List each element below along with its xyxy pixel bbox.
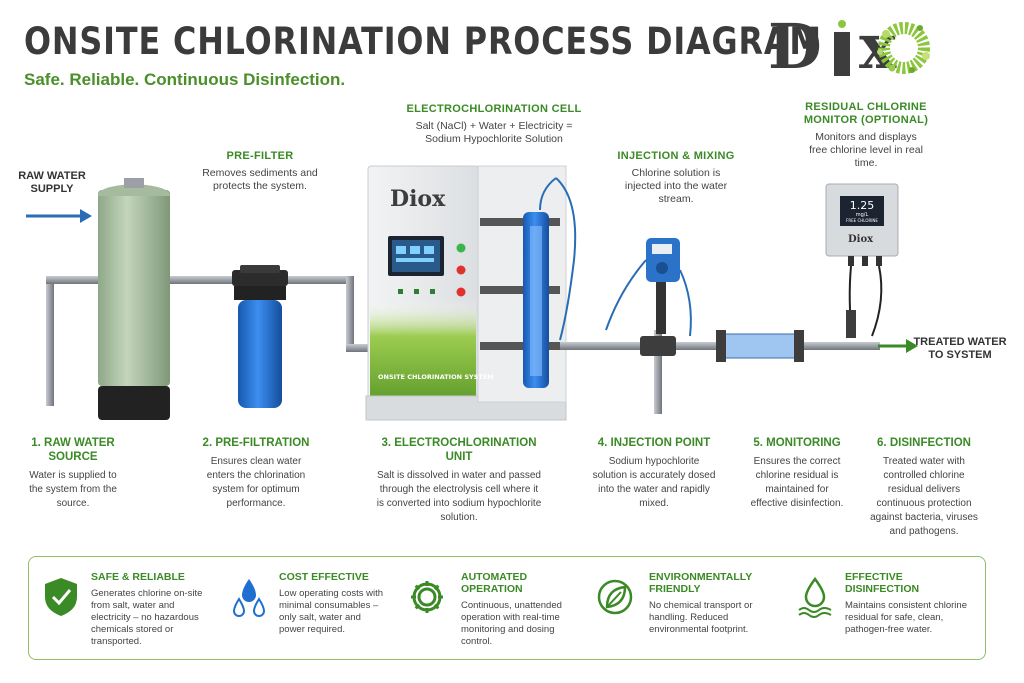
treated-water-arrow-icon: [878, 339, 918, 353]
step-3-heading: 3. ELECTROCHLORINATION UNIT: [381, 437, 537, 463]
brand-logo: Dox: [768, 10, 978, 86]
step-5-heading: 5. MONITORING: [753, 437, 841, 449]
monitor-brand: Diox: [848, 234, 874, 245]
step-1-text: Water is supplied to the system from the…: [29, 470, 117, 509]
page-title: ONSITE CHLORINATION PROCESS DIAGRAM: [24, 20, 822, 63]
label-prefilter: PRE-FILTER Removes sediments and protect…: [200, 150, 320, 193]
raw-water-arrow-icon: [26, 209, 92, 223]
label-cell: ELECTROCHLORINATION CELL Salt (NaCl) + W…: [402, 103, 586, 146]
step-3-text: Salt is dissolved in water and passed th…: [376, 470, 542, 523]
dosing-pump: [605, 238, 692, 337]
step-6-text: Treated water with controlled chlorine r…: [870, 456, 978, 537]
benefit-eco: ENVIRONMENTALLY FRIENDLY No chemical tra…: [649, 571, 779, 636]
benefit-cost-heading: COST EFFECTIVE: [279, 571, 369, 583]
step-4-text: Sodium hypochlorite solution is accurate…: [592, 456, 716, 509]
monitor-caption: FREE CHLORINE: [846, 218, 878, 223]
page-subtitle: Safe. Reliable. Continuous Disinfection.: [24, 70, 346, 89]
raw-water-tank: [98, 178, 170, 420]
leaf-icon: [597, 579, 633, 615]
cabinet-brand: Diox: [390, 186, 446, 212]
step-2-text: Ensures clean water enters the chlorinat…: [206, 456, 306, 509]
benefit-cost-text: Low operating costs with minimal consuma…: [279, 588, 384, 635]
inline-mixer: [716, 330, 804, 362]
logo-i-stem: [834, 32, 850, 76]
step-6-heading: 6. DISINFECTION: [877, 437, 971, 449]
drop-waves-icon: [798, 576, 832, 618]
label-injection-heading: INJECTION & MIXING: [617, 150, 735, 162]
label-cell-text: Salt (NaCl) + Water + Electricity = Sodi…: [415, 120, 573, 145]
step-1: 1. RAW WATER SOURCE Water is supplied to…: [24, 436, 122, 511]
step-1-heading: 1. RAW WATER SOURCE: [31, 437, 115, 463]
step-4-heading: 4. INJECTION POINT: [597, 437, 711, 449]
benefit-effective-text: Maintains consistent chlorine residual f…: [845, 600, 967, 635]
benefit-automated: AUTOMATED OPERATION Continuous, unattend…: [461, 571, 583, 648]
brand-logo-text: Dox: [768, 10, 896, 83]
inlet-pipe: [46, 276, 100, 406]
label-injection: INJECTION & MIXING Chlorine solution is …: [614, 150, 738, 206]
step-3: 3. ELECTROCHLORINATION UNIT Salt is diss…: [376, 436, 542, 525]
pre-filter-housing: [232, 265, 288, 408]
label-cell-heading: ELECTROCHLORINATION CELL: [406, 103, 582, 115]
benefit-automated-text: Continuous, unattended operation with re…: [461, 600, 562, 647]
pipe-down-to-cabinet: [346, 276, 354, 350]
benefits-panel: SAFE & RELIABLE Generates chlorine on-si…: [28, 556, 986, 660]
electrolysis-cell: [480, 177, 577, 388]
label-treated-water-text: TREATED WATER TO SYSTEM: [913, 336, 1007, 361]
benefit-effective-heading: EFFECTIVE DISINFECTION: [845, 571, 920, 595]
logo-i-dot: [838, 20, 846, 28]
shield-check-icon: [45, 578, 77, 616]
gear-icon: [411, 581, 443, 613]
injection-tee: [654, 330, 662, 414]
monitor-unit: mg/L: [855, 212, 869, 218]
benefit-safe-text: Generates chlorine on-site from salt, wa…: [91, 588, 203, 647]
label-monitor-heading: RESIDUAL CHLORINE MONITOR (OPTIONAL): [803, 101, 929, 126]
step-4: 4. INJECTION POINT Sodium hypochlorite s…: [592, 436, 716, 511]
step-6: 6. DISINFECTION Treated water with contr…: [868, 436, 980, 539]
step-5-text: Ensures the correct chlorine residual is…: [750, 456, 844, 509]
label-prefilter-text: Removes sediments and protects the syste…: [202, 167, 318, 192]
water-drops-icon: [232, 579, 266, 617]
step-2: 2. PRE-FILTRATION Ensures clean water en…: [196, 436, 316, 511]
benefit-cost: COST EFFECTIVE Low operating costs with …: [279, 571, 389, 636]
step-2-heading: 2. PRE-FILTRATION: [202, 437, 310, 449]
label-monitor-text: Monitors and displays free chlorine leve…: [809, 131, 923, 169]
logo-dots-icon: [877, 22, 930, 74]
benefit-safe-heading: SAFE & RELIABLE: [91, 571, 185, 583]
pipe-cabinet-inlet: [346, 344, 376, 352]
label-raw-water: RAW WATER SUPPLY: [12, 170, 92, 196]
chlorination-cabinet: [365, 165, 567, 421]
label-monitor: RESIDUAL CHLORINE MONITOR (OPTIONAL) Mon…: [798, 101, 934, 170]
benefit-safe: SAFE & RELIABLE Generates chlorine on-si…: [91, 571, 209, 648]
label-raw-water-text: RAW WATER SUPPLY: [18, 170, 86, 195]
benefit-effective: EFFECTIVE DISINFECTION Maintains consist…: [845, 571, 973, 636]
label-injection-text: Chlorine solution is injected into the w…: [624, 167, 728, 205]
label-treated-water: TREATED WATER TO SYSTEM: [910, 336, 1010, 362]
label-prefilter-heading: PRE-FILTER: [226, 150, 294, 162]
chlorine-monitor: [825, 183, 899, 338]
benefit-automated-heading: AUTOMATED OPERATION: [461, 571, 528, 595]
cabinet-label: ONSITE CHLORINATION SYSTEM: [378, 373, 494, 381]
step-5: 5. MONITORING Ensures the correct chlori…: [748, 436, 846, 511]
benefit-eco-heading: ENVIRONMENTALLY FRIENDLY: [649, 571, 753, 595]
benefit-eco-text: No chemical transport or handling. Reduc…: [649, 600, 753, 635]
monitor-value: 1.25: [849, 199, 875, 212]
